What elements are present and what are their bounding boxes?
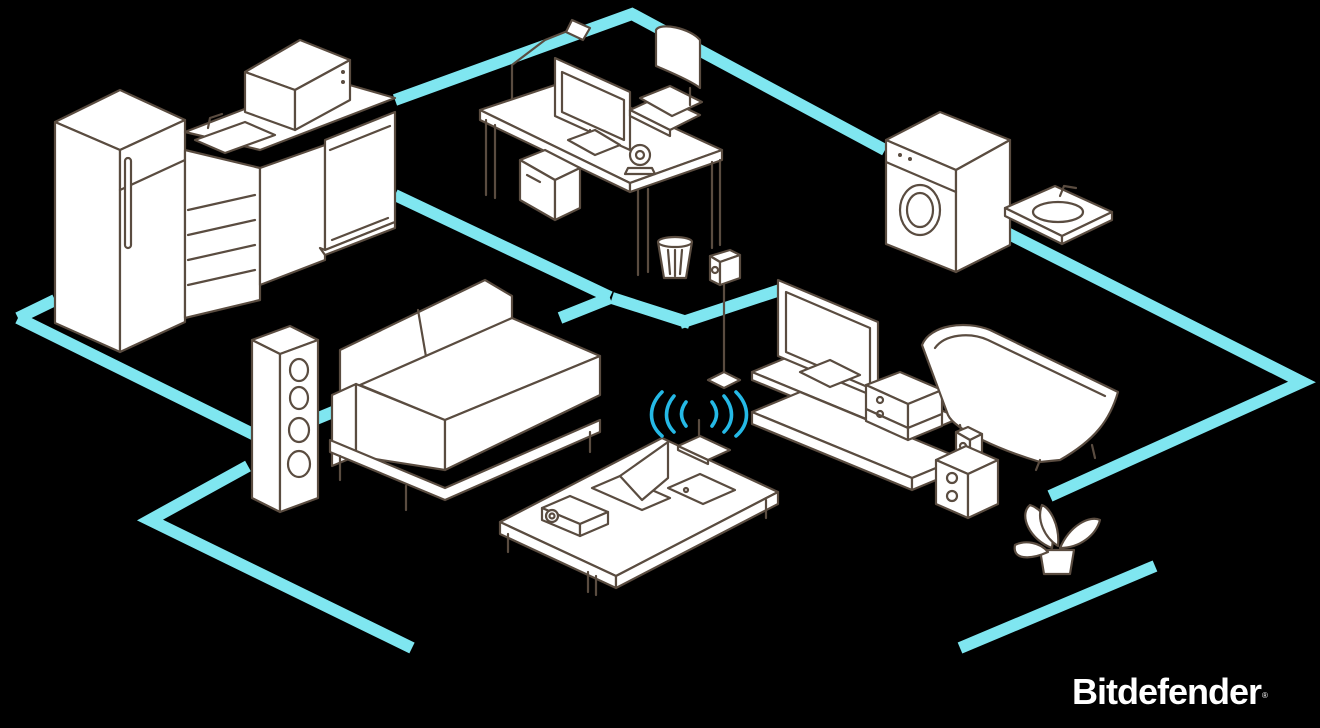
- floor-speaker-left-icon: [250, 324, 320, 514]
- washing-machine-icon: [884, 110, 1012, 274]
- sofa-icon: [328, 278, 602, 512]
- smart-speaker-icon: [706, 248, 742, 390]
- refrigerator-icon: [53, 88, 187, 354]
- laptop-icon: [590, 440, 672, 512]
- trademark-symbol: ®: [1262, 691, 1268, 700]
- dishwasher-icon: [318, 110, 397, 257]
- plant-icon: [1013, 503, 1102, 576]
- office-chair-icon: [638, 25, 704, 118]
- bathtub-icon: [920, 323, 1120, 472]
- kitchen-sink-icon: [193, 112, 277, 155]
- bitdefender-logo: Bitdefender®: [1072, 668, 1268, 716]
- microwave-icon: [243, 38, 352, 132]
- tablet-icon: [666, 472, 737, 506]
- wifi-signal-icon: [649, 390, 749, 438]
- brand-name: Bitdefender: [1072, 671, 1262, 712]
- router-icon: [676, 418, 732, 466]
- floor-speaker-right-icon: [934, 444, 1000, 520]
- webcam-icon: [623, 143, 657, 176]
- monitor-icon: [553, 56, 632, 157]
- trash-bin-icon: [656, 235, 694, 280]
- projector-icon: [540, 494, 610, 538]
- computer-tower-icon: [518, 148, 582, 222]
- floor-plan-walls: [15, 7, 1316, 654]
- bathroom-sink-icon: [1003, 184, 1114, 246]
